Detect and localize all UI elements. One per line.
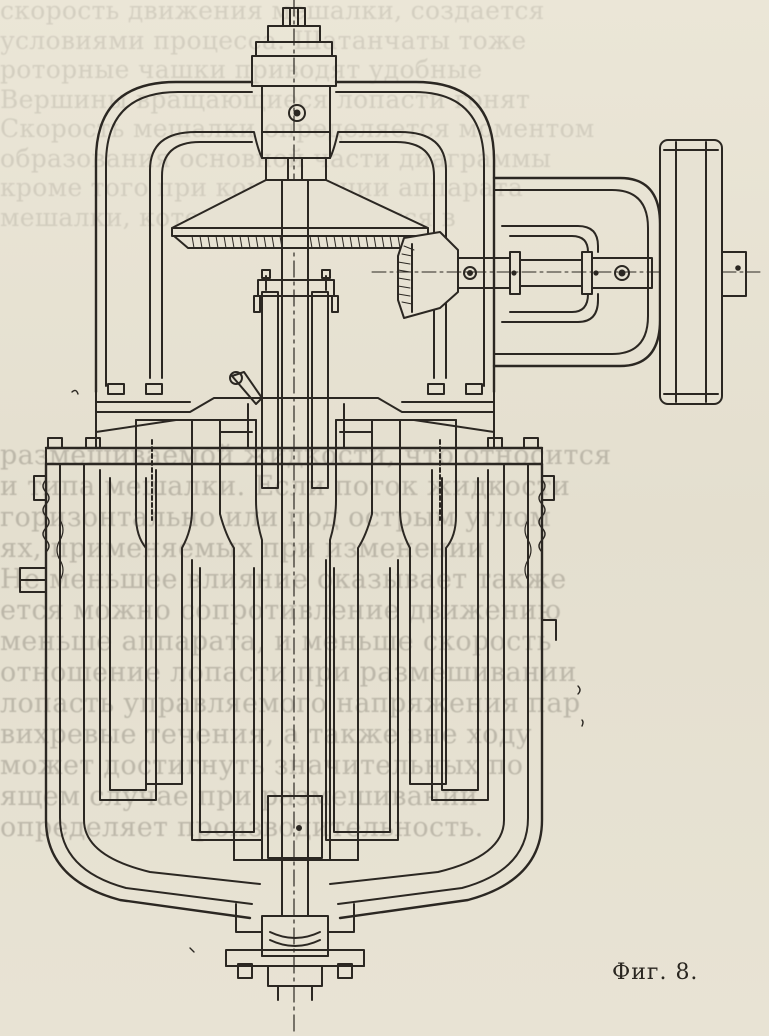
bleed-line: лопасть управляемого напряжения пар [0, 688, 581, 719]
bleed-line: Вершины вращающиеся лопасти гонят [0, 84, 531, 114]
gear-housing-dome [94, 80, 496, 394]
vessel-body [19, 462, 557, 920]
bleed-line: ях, применяемых при изменении [0, 533, 486, 564]
bleed-line: определяет производительность. [0, 812, 484, 843]
bleed-line: ется можно сопротивление движению [0, 595, 562, 626]
bleed-line: размешиваемой жидкости, что относится [0, 440, 612, 471]
bleed-line: роторные чашки приводят удобные [0, 55, 483, 84]
vertical-shaft [281, 179, 309, 917]
drive-pulley [659, 139, 747, 405]
top-spindle-cap [251, 7, 337, 87]
bleed-line: Не меньшее влияние оказывает также [0, 564, 567, 595]
bleed-through-text-middle: размешиваемой жидкости, что относится и … [0, 440, 769, 843]
large-bevel-gear [171, 179, 429, 249]
bleed-line: горизонтально или под острым углом [0, 502, 551, 533]
scan-specks [71, 389, 584, 953]
rotor-bottom-hub [233, 795, 359, 861]
stuffing-box [229, 269, 345, 489]
bottom-bearing [225, 903, 365, 1001]
bleed-line: отношение лопасти при размешивании [0, 657, 577, 688]
bleed-line: меньше аппарата, и меньше скорость [0, 626, 552, 657]
figure-caption: Фиг. 8. [612, 960, 699, 985]
dome-base-flange [95, 383, 495, 413]
bleed-line: условиями процесса. Шатанчаты тоже [0, 25, 527, 55]
pinion-gear [397, 231, 459, 319]
bleed-line: скорость движения мешалки, создается [0, 0, 545, 25]
central-boss [261, 85, 331, 181]
horizontal-drive-shaft [371, 251, 761, 295]
bleed-line: и типа мешалки. Если поток жидкости [0, 471, 571, 502]
rotor-blades [135, 419, 457, 861]
